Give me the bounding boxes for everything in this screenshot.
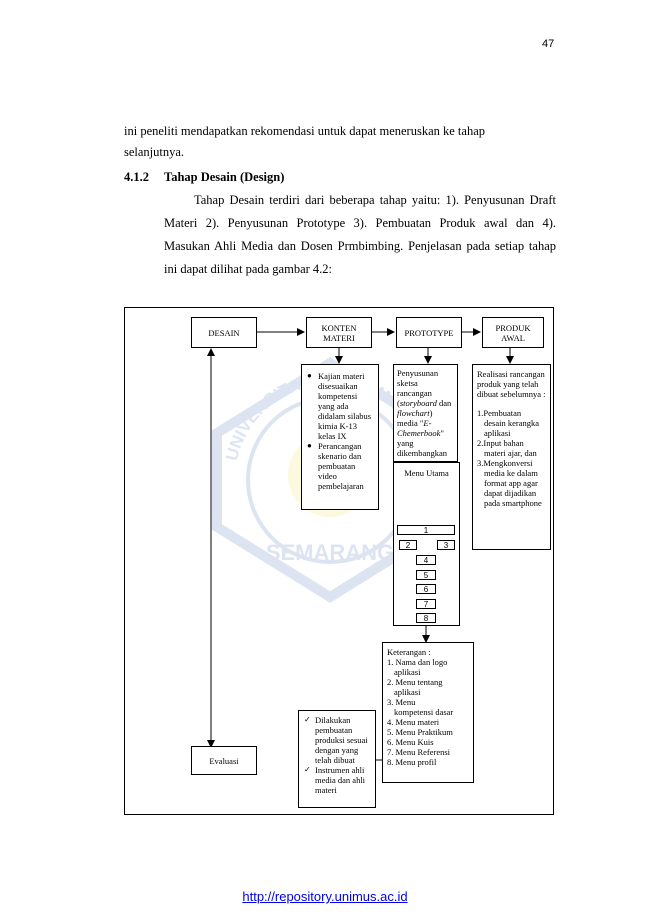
bullet-icon: ● (307, 441, 312, 450)
menu-number-box: 5 (416, 570, 436, 580)
desain-box: DESAIN (191, 317, 257, 348)
keterangan-item: 3. Menu (387, 697, 416, 707)
body-line-3: Masukan Ahli Media dan Dosen Prmbimbing.… (164, 239, 556, 253)
menu-utama-label: Menu Utama (404, 468, 449, 478)
konten-detail-box: ●Kajian materi disesuaikan kompetensi ya… (301, 364, 379, 510)
menu-number-box: 6 (416, 584, 436, 594)
keterangan-item: 5. Menu Praktikum (387, 727, 453, 737)
list-item: ●Kajian materi disesuaikan kompetensi ya… (307, 371, 372, 441)
evaluasi-box: Evaluasi (191, 746, 257, 775)
menu-number-box: 2 (399, 540, 417, 550)
produk-step: materi ajar, dan (484, 448, 537, 458)
body-line-2: Materi 2). Penyusunan Prototype 3). Pemb… (164, 216, 556, 230)
body-line-1: Tahap Desain terdiri dari beberapa tahap… (194, 193, 556, 207)
keterangan-item: 8. Menu profil (387, 757, 437, 767)
produk-step: desain kerangka aplikasi (484, 418, 539, 438)
keterangan-item: aplikasi (394, 687, 421, 697)
checkmark-icon: ✓ (304, 715, 311, 724)
section-number: 4.1.2 (124, 170, 149, 184)
keterangan-item: 1. Nama dan logo (387, 657, 448, 667)
menu-number-box: 1 (397, 525, 455, 535)
keterangan-box: Keterangan : 1. Nama dan logo aplikasi 2… (382, 642, 474, 783)
repository-link[interactable]: http://repository.unimus.ac.id (242, 889, 408, 904)
keterangan-item: aplikasi (394, 667, 421, 677)
section-title: Tahap Desain (Design) (164, 170, 285, 184)
prototype-box: PROTOTYPE (396, 317, 462, 348)
produk-step: 2.Input bahan (477, 438, 524, 448)
checkmark-icon: ✓ (304, 765, 311, 774)
produk-awal-box: PRODUK AWAL (482, 317, 544, 348)
bullet-icon: ● (307, 371, 312, 380)
intro-line-2: selanjutnya. (124, 145, 185, 159)
produk-step: 1.Pembuatan (477, 408, 522, 418)
keterangan-item: 7. Menu Referensi (387, 747, 451, 757)
list-item: ●Perancangan skenario dan pembuatan vide… (307, 441, 364, 491)
menu-number-box: 3 (437, 540, 455, 550)
watermark-text: SEMARANG (266, 540, 394, 565)
list-item: ✓Dilakukan pembuatan produksi sesuai den… (304, 715, 368, 765)
menu-number-box: 7 (416, 599, 436, 609)
page-number: 47 (542, 38, 555, 50)
produk-step: media ke dalam format app agar dapat dij… (484, 468, 542, 508)
menu-number-box: 8 (416, 613, 436, 623)
keterangan-item: 6. Menu Kuis (387, 737, 434, 747)
body-line-4: ini dapat dilihat pada gambar 4.2: (164, 262, 333, 276)
intro-line-1: ini peneliti mendapatkan rekomendasi unt… (124, 124, 485, 138)
produk-intro: Realisasi rancangan produk yang telah di… (477, 369, 546, 399)
evaluation-checklist-box: ✓Dilakukan pembuatan produksi sesuai den… (298, 710, 376, 808)
konten-materi-box: KONTEN MATERI (306, 317, 372, 348)
produk-step: 3.Mengkonversi (477, 458, 533, 468)
keterangan-item: kompetensi dasar (394, 707, 454, 717)
keterangan-title: Keterangan : (387, 647, 431, 657)
figure-frame (124, 307, 554, 815)
produk-detail-box: Realisasi rancangan produk yang telah di… (472, 364, 551, 550)
list-item: ✓Instrumen ahli media dan ahli materi (304, 765, 366, 795)
keterangan-item: 2. Menu tentang (387, 677, 443, 687)
keterangan-item: 4. Menu materi (387, 717, 440, 727)
prototype-detail-box: Penyusunan sketsa rancangan (storyboard … (393, 364, 458, 462)
menu-number-box: 4 (416, 555, 436, 565)
